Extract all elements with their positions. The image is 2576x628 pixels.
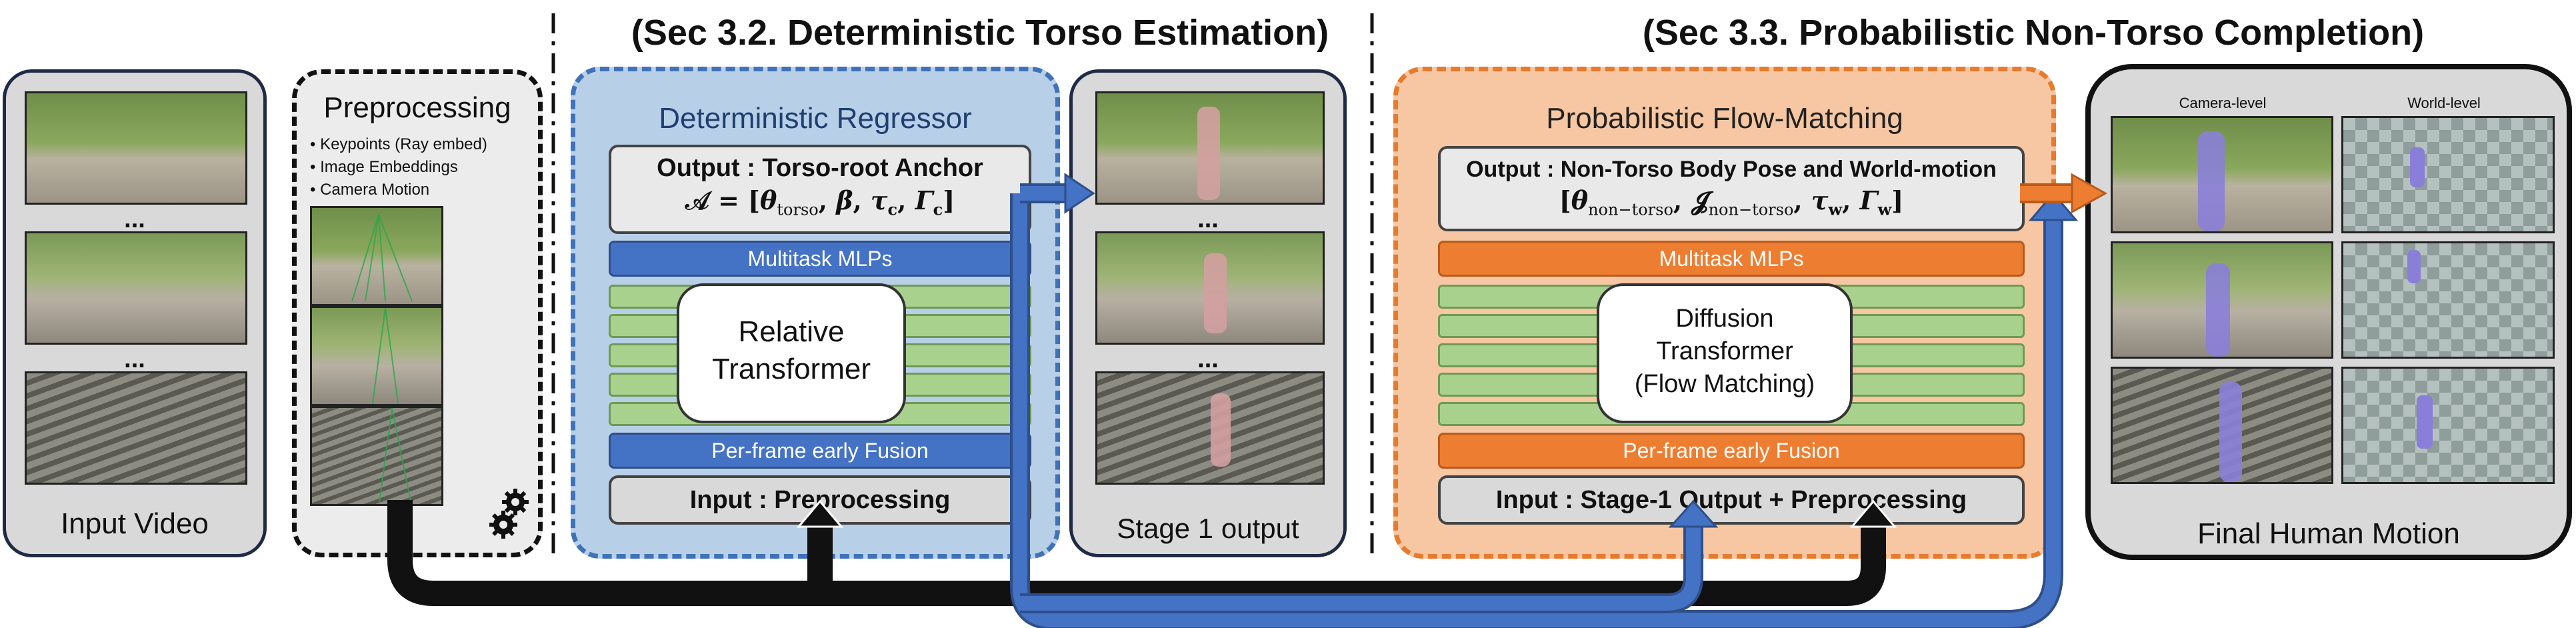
torso-output-formula: 𝒜 = [θtorso, β, τc, Γc] <box>685 185 955 219</box>
nontorso-early-fusion: Per-frame early Fusion <box>1438 433 2025 469</box>
regressor-title: Deterministic Regressor <box>659 102 972 135</box>
keypoint-frame-1 <box>310 206 443 306</box>
preprocessing-bullet: • Camera Motion <box>310 181 430 199</box>
deterministic-regressor-panel: Deterministic Regressor Output : Torso-r… <box>571 67 1060 559</box>
final-motion-label: Final Human Motion <box>2197 517 2460 550</box>
nontorso-input-box: Input : Stage-1 Output + Preprocessing <box>1438 475 2025 525</box>
camera-frame-3 <box>2111 367 2333 484</box>
final-human-motion-panel: Camera-level World-level Final Human Mot… <box>2085 64 2572 560</box>
input-video-label: Input Video <box>61 507 209 540</box>
video-frame-1 <box>25 91 247 205</box>
video-frame-2 <box>25 231 247 345</box>
input-video-panel: ... ... Input Video <box>3 69 267 557</box>
camera-frame-2 <box>2111 241 2333 359</box>
world-frame-2 <box>2341 241 2555 359</box>
preprocessing-title: Preprocessing <box>323 91 511 124</box>
nontorso-section-title: (Sec 3.3. Probabilistic Non-Torso Comple… <box>1642 13 2425 53</box>
video-frame-3 <box>25 371 247 485</box>
diffusion-transformer-line1: Diffusion <box>1675 305 1774 333</box>
stage1-frame-2 <box>1095 231 1325 345</box>
preprocessing-panel: Preprocessing • Keypoints (Ray embed) • … <box>292 69 543 557</box>
nontorso-multitask-mlps: Multitask MLPs <box>1438 241 2025 277</box>
diffusion-transformer-block: Diffusion Transformer (Flow Matching) <box>1597 283 1853 423</box>
diffusion-transformer-line3: (Flow Matching) <box>1634 370 1815 398</box>
torso-output-box: Output : Torso-root Anchor 𝒜 = [θtorso, … <box>609 145 1031 234</box>
separator-left <box>551 13 555 560</box>
stage1-label: Stage 1 output <box>1117 513 1299 544</box>
nontorso-output-formula: [θnon−torso, 𝓙non−torso, τw, Γw] <box>1559 185 1904 219</box>
frame-ellipsis: ... <box>1197 345 1219 373</box>
flow-title: Probabilistic Flow-Matching <box>1546 102 1903 135</box>
stage1-frame-1 <box>1095 91 1325 205</box>
world-frame-1 <box>2341 116 2555 233</box>
frame-ellipsis: ... <box>1197 205 1219 233</box>
nontorso-input-label: Input : Stage-1 Output + Preprocessing <box>1495 486 1967 514</box>
relative-transformer-line2: Transformer <box>712 353 871 385</box>
preprocessing-bullet: • Image Embeddings <box>310 158 458 176</box>
diffusion-transformer-line2: Transformer <box>1656 337 1793 365</box>
separator-right <box>1370 13 1374 560</box>
world-level-label: World-level <box>2407 95 2481 111</box>
camera-frame-1 <box>2111 116 2333 233</box>
preprocessing-bullet: • Keypoints (Ray embed) <box>310 135 487 153</box>
torso-multitask-mlps: Multitask MLPs <box>609 241 1031 277</box>
world-frame-3 <box>2341 367 2555 484</box>
torso-input-label: Input : Preprocessing <box>689 486 951 514</box>
frame-ellipsis: ... <box>124 345 145 373</box>
torso-input-box: Input : Preprocessing <box>609 475 1031 525</box>
nontorso-output-box: Output : Non-Torso Body Pose and World-m… <box>1438 146 2025 231</box>
relative-transformer-line1: Relative <box>738 315 845 348</box>
torso-section-title: (Sec 3.2. Deterministic Torso Estimation… <box>631 13 1329 53</box>
stage1-frame-3 <box>1095 371 1325 485</box>
camera-level-label: Camera-level <box>2179 95 2267 111</box>
frame-ellipsis: ... <box>124 205 145 233</box>
keypoint-frame-2 <box>310 306 443 406</box>
nontorso-output-label: Output : Non-Torso Body Pose and World-m… <box>1466 157 1997 182</box>
relative-transformer-block: Relative Transformer <box>677 283 906 423</box>
keypoint-frame-3 <box>310 406 443 506</box>
torso-early-fusion: Per-frame early Fusion <box>609 433 1031 469</box>
torso-output-label: Output : Torso-root Anchor <box>657 154 983 182</box>
gear-icon <box>489 489 529 539</box>
stage1-output-panel: ... ... Stage 1 output <box>1069 69 1347 557</box>
flow-matching-panel: Probabilistic Flow-Matching Output : Non… <box>1393 67 2056 559</box>
